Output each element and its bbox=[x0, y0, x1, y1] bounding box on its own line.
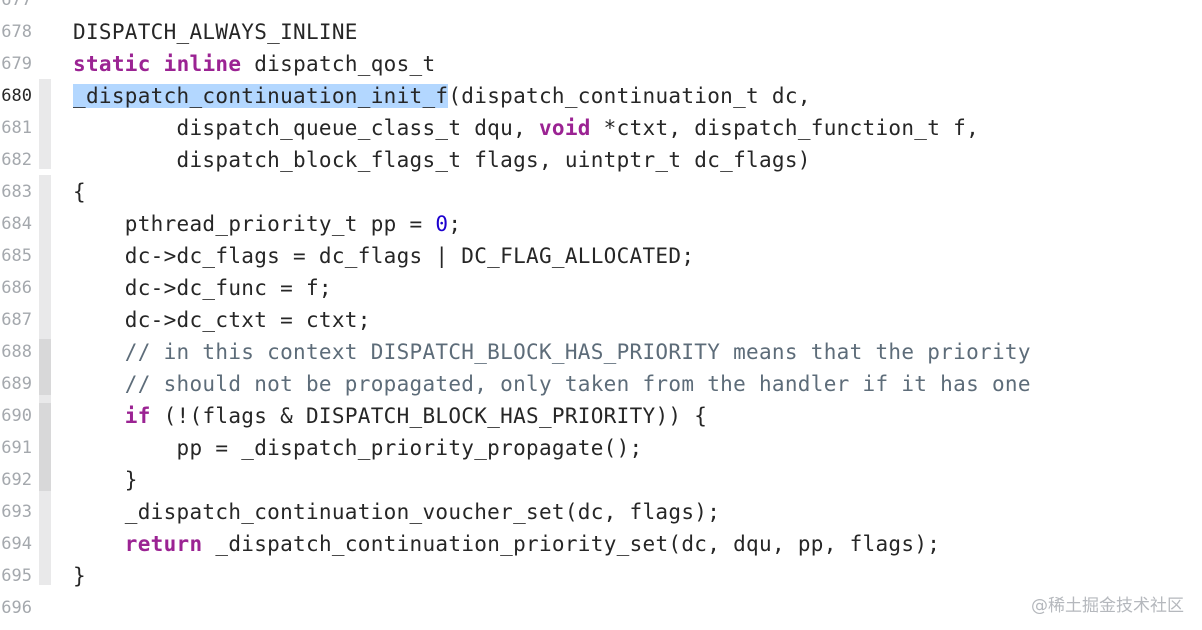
code-line[interactable]: 683 { bbox=[0, 176, 1202, 208]
code-line[interactable]: 689 // should not be propagated, only ta… bbox=[0, 368, 1202, 400]
code-line[interactable]: 684 pthread_priority_t pp = 0; bbox=[0, 208, 1202, 240]
line-number: 695 bbox=[1, 566, 32, 586]
line-number: 678 bbox=[1, 22, 32, 42]
line-number: 696 bbox=[1, 598, 32, 618]
keyword-token: return bbox=[124, 532, 203, 556]
code-token bbox=[151, 52, 164, 76]
code-token: _dispatch_continuation_voucher_set(dc, f… bbox=[73, 500, 721, 524]
code-token: pp = _dispatch_priority_propagate(); bbox=[73, 436, 643, 460]
comment-token: // in this context DISPATCH_BLOCK_HAS_PR… bbox=[73, 340, 1031, 364]
code-text[interactable]: DISPATCH_ALWAYS_INLINE bbox=[73, 16, 358, 48]
code-text[interactable]: // in this context DISPATCH_BLOCK_HAS_PR… bbox=[73, 336, 1031, 368]
code-line[interactable]: 679 static inline dispatch_qos_t bbox=[0, 48, 1202, 80]
line-number: 686 bbox=[1, 278, 32, 298]
code-line[interactable]: 685 dc->dc_flags = dc_flags | DC_FLAG_AL… bbox=[0, 240, 1202, 272]
code-line[interactable]: 694 return _dispatch_continuation_priori… bbox=[0, 528, 1202, 560]
code-line[interactable]: 680 _dispatch_continuation_init_f(dispatc… bbox=[0, 80, 1202, 112]
line-number: 682 bbox=[1, 150, 32, 170]
code-token: dispatch_qos_t bbox=[241, 52, 436, 76]
code-token: DISPATCH_ALWAYS_INLINE bbox=[73, 20, 358, 44]
line-number: 693 bbox=[1, 502, 32, 522]
line-number: 692 bbox=[1, 470, 32, 490]
line-number: 691 bbox=[1, 438, 32, 458]
code-line[interactable]: 677 bbox=[0, 0, 1202, 16]
code-line[interactable]: 691 pp = _dispatch_priority_propagate(); bbox=[0, 432, 1202, 464]
code-text[interactable]: _dispatch_continuation_voucher_set(dc, f… bbox=[73, 496, 720, 528]
fold-ribbon-comment[interactable] bbox=[39, 339, 51, 395]
code-token: { bbox=[73, 180, 86, 204]
code-text[interactable]: pp = _dispatch_priority_propagate(); bbox=[73, 432, 643, 464]
number-token: 0 bbox=[435, 212, 449, 236]
code-text[interactable]: pthread_priority_t pp = 0; bbox=[73, 208, 461, 240]
code-token: *ctxt, dispatch_function_t f, bbox=[590, 116, 980, 140]
code-text[interactable]: dispatch_block_flags_t flags, uintptr_t … bbox=[73, 144, 811, 176]
code-text[interactable]: if (!(flags & DISPATCH_BLOCK_HAS_PRIORIT… bbox=[73, 400, 707, 432]
code-token: pthread_priority_t pp = bbox=[73, 212, 436, 236]
code-text[interactable]: { bbox=[73, 176, 86, 208]
code-token: dispatch_queue_class_t dqu, bbox=[73, 116, 539, 140]
code-token: dc->dc_ctxt = ctxt; bbox=[73, 308, 371, 332]
code-line[interactable]: 688 // in this context DISPATCH_BLOCK_HA… bbox=[0, 336, 1202, 368]
code-token: (!(flags & DISPATCH_BLOCK_HAS_PRIORITY))… bbox=[150, 404, 708, 428]
code-line[interactable]: 695} bbox=[0, 560, 1202, 592]
code-text[interactable]: static inline dispatch_qos_t bbox=[73, 48, 435, 80]
code-line[interactable]: 681 dispatch_queue_class_t dqu, void *ct… bbox=[0, 112, 1202, 144]
line-number: 689 bbox=[1, 374, 32, 394]
code-line[interactable]: 686 dc->dc_func = f; bbox=[0, 272, 1202, 304]
code-token: (dispatch_continuation_t dc, bbox=[448, 84, 811, 108]
line-number: 694 bbox=[1, 534, 32, 554]
code-token: ; bbox=[448, 212, 462, 236]
code-line[interactable]: 682 dispatch_block_flags_t flags, uintpt… bbox=[0, 144, 1202, 176]
line-number: 681 bbox=[1, 118, 32, 138]
fold-ribbon-if-block[interactable] bbox=[39, 403, 51, 491]
code-line[interactable]: 693 _dispatch_continuation_voucher_set(d… bbox=[0, 496, 1202, 528]
watermark: @稀土掘金技术社区 bbox=[1031, 596, 1184, 616]
code-text[interactable]: dc->dc_ctxt = ctxt; bbox=[73, 304, 371, 336]
keyword-token: static bbox=[73, 52, 151, 76]
fold-ribbon-function[interactable] bbox=[39, 79, 51, 169]
selected-text: _dispatch_continuation_init_f bbox=[73, 84, 449, 108]
code-text[interactable]: dc->dc_func = f; bbox=[73, 272, 332, 304]
code-line[interactable]: 687 dc->dc_ctxt = ctxt; bbox=[0, 304, 1202, 336]
code-token: } bbox=[73, 564, 86, 588]
comment-token: // should not be propagated, only taken … bbox=[73, 372, 1031, 396]
keyword-token: if bbox=[124, 404, 151, 428]
code-line[interactable]: 692 } bbox=[0, 464, 1202, 496]
code-line[interactable]: 696 bbox=[0, 592, 1202, 624]
code-text[interactable]: return _dispatch_continuation_priority_s… bbox=[73, 528, 940, 560]
keyword-token: inline bbox=[163, 52, 242, 76]
line-number: 677 bbox=[1, 0, 32, 10]
code-text[interactable]: } bbox=[73, 560, 86, 592]
code-text[interactable]: dispatch_queue_class_t dqu, void *ctxt, … bbox=[73, 112, 979, 144]
line-number: 680 bbox=[1, 86, 32, 106]
code-token: dc->dc_func = f; bbox=[73, 276, 332, 300]
code-token: dispatch_block_flags_t flags, uintptr_t … bbox=[73, 148, 811, 172]
code-text[interactable]: dc->dc_flags = dc_flags | DC_FLAG_ALLOCA… bbox=[73, 240, 694, 272]
code-text[interactable]: _dispatch_continuation_init_f(dispatch_c… bbox=[73, 80, 811, 112]
code-line[interactable]: 678 DISPATCH_ALWAYS_INLINE bbox=[0, 16, 1202, 48]
code-token: } bbox=[73, 468, 138, 492]
keyword-token: void bbox=[538, 116, 591, 140]
line-number: 685 bbox=[1, 246, 32, 266]
code-token: dc->dc_flags = dc_flags | DC_FLAG_ALLOCA… bbox=[73, 244, 695, 268]
code-text[interactable]: } bbox=[73, 464, 138, 496]
code-token bbox=[73, 532, 125, 556]
code-token bbox=[73, 404, 125, 428]
line-number: 683 bbox=[1, 182, 32, 202]
line-number: 690 bbox=[1, 406, 32, 426]
line-number: 684 bbox=[1, 214, 32, 234]
line-number: 679 bbox=[1, 54, 32, 74]
code-token: _dispatch_continuation_priority_set(dc, … bbox=[202, 532, 941, 556]
code-line[interactable]: 690 if (!(flags & DISPATCH_BLOCK_HAS_PRI… bbox=[0, 400, 1202, 432]
line-number: 687 bbox=[1, 310, 32, 330]
code-text[interactable]: // should not be propagated, only taken … bbox=[73, 368, 1031, 400]
line-number: 688 bbox=[1, 342, 32, 362]
